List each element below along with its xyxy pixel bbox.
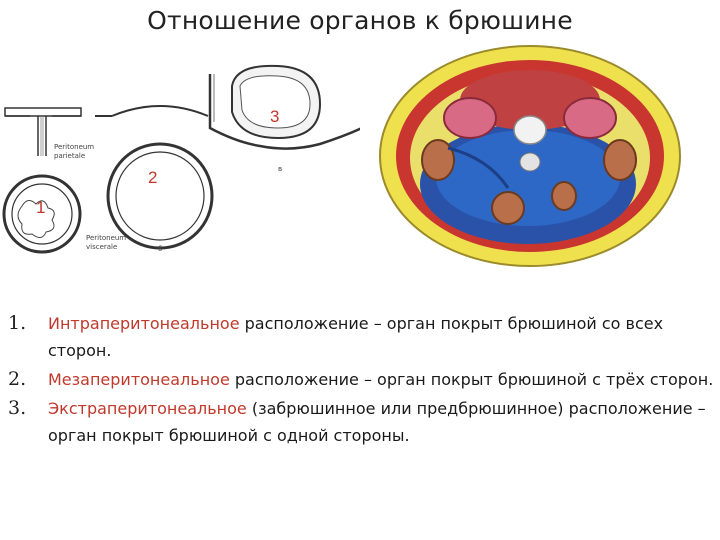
term-extraperitoneal: Экстраперитонеальное: [48, 399, 247, 418]
peritoneum-relations-list: 1. Интраперитонеальное расположение – ор…: [8, 310, 718, 451]
label-2: 2: [148, 168, 157, 187]
list-item: 2. Мезаперитонеальное расположение – орг…: [8, 366, 718, 393]
peritoneum-viscerale-label-1: Peritoneum: [86, 234, 126, 242]
list-item: 1. Интраперитонеальное расположение – ор…: [8, 310, 718, 364]
list-number: 3.: [8, 395, 26, 422]
slide-title: Отношение органов к брюшине: [0, 6, 720, 35]
diagram-intraperitoneal: Peritoneum parietale Peritoneum visceral…: [4, 108, 126, 252]
term-intraperitoneal: Интраперитонеальное: [48, 314, 240, 333]
list-item: 3. Экстраперитонеальное (забрюшинное или…: [8, 395, 718, 449]
peritoneum-parietale-label-2: parietale: [54, 152, 85, 160]
list-number: 2.: [8, 366, 26, 393]
peritoneum-viscerale-label-2: viscerale: [86, 243, 117, 251]
diagram-retroperitoneal: в 3: [210, 66, 360, 173]
peritoneum-diagram: Peritoneum parietale Peritoneum visceral…: [0, 56, 360, 276]
label-3: 3: [270, 107, 279, 126]
list-number: 1.: [8, 310, 26, 337]
label-1: 1: [36, 198, 45, 217]
list-item-text: расположение – орган покрыт брюшиной с т…: [230, 370, 713, 389]
peritoneum-parietale-label-1: Peritoneum: [54, 143, 94, 151]
sublabel-b: б: [158, 245, 162, 253]
sublabel-c: в: [278, 165, 282, 173]
term-mesoperitoneal: Мезаперитонеальное: [48, 370, 230, 389]
abdomen-cross-section-image: [368, 38, 694, 274]
diagram-mesoperitoneal: б 2: [95, 106, 212, 253]
